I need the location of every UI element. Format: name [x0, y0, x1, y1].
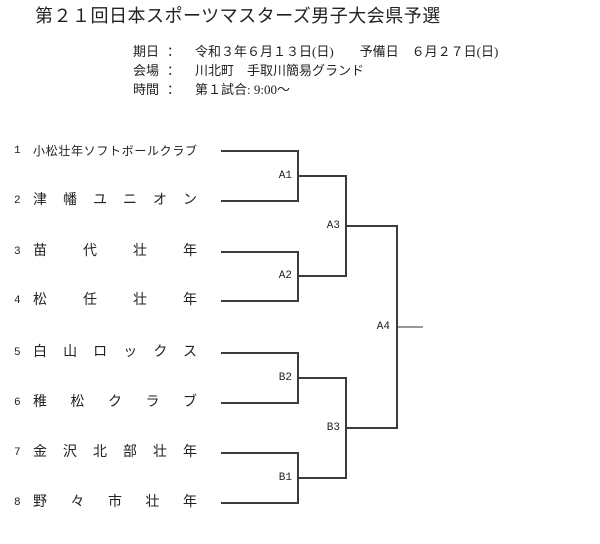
team-seed: 1 — [14, 145, 21, 157]
team-seed: 8 — [14, 497, 21, 509]
team-row: 7 金沢北部壮年 — [0, 443, 310, 463]
team-name: 金沢北部壮年 — [33, 445, 197, 460]
team-line — [221, 452, 299, 454]
team-name: 苗代壮年 — [33, 244, 197, 259]
winner-connector — [299, 377, 347, 379]
winner-connector — [299, 175, 347, 177]
match-label-b3: B3 — [326, 422, 340, 434]
round1-bracket-line — [297, 352, 299, 404]
match-label-a2: A2 — [278, 270, 292, 282]
event-info: 期日 ： 令和３年６月１３日(日) 予備日 ６月２７日(日) 会場 ： 川北町 手取川簡… — [133, 42, 498, 99]
team-line — [221, 352, 299, 354]
winner-connector — [347, 427, 396, 429]
team-row: 4 松任壮年 — [0, 291, 310, 311]
team-line — [221, 502, 299, 504]
info-value: 令和３年６月１３日(日) 予備日 ６月２７日(日) — [195, 44, 499, 59]
team-row: 1 小松壮年ソフトボールクラブ — [0, 141, 310, 161]
match-label-b2: B2 — [278, 372, 292, 384]
round2-bracket-line — [345, 175, 347, 277]
team-seed: 3 — [14, 246, 21, 258]
info-row-venue: 会場 ： 川北町 手取川簡易グランド — [133, 61, 498, 80]
team-name: 稚松クラブ — [33, 395, 197, 410]
round2-bracket-line — [345, 377, 347, 479]
match-label-a3: A3 — [326, 220, 340, 232]
winner-connector — [347, 225, 396, 227]
team-seed: 5 — [14, 347, 21, 359]
match-label-a1: A1 — [278, 170, 292, 182]
info-colon: ： — [167, 63, 181, 78]
team-line — [221, 300, 299, 302]
info-row-date: 期日 ： 令和３年６月１３日(日) 予備日 ６月２７日(日) — [133, 42, 498, 61]
team-name: 白山ロックス — [33, 345, 197, 360]
team-line — [221, 200, 299, 202]
team-row: 6 稚松クラブ — [0, 393, 310, 413]
winner-connector — [299, 275, 347, 277]
team-line — [221, 150, 299, 152]
team-row: 5 白山ロックス — [0, 343, 310, 363]
info-colon: ： — [167, 44, 181, 59]
champion-line — [398, 326, 423, 328]
info-value: 第１試合: 9:00～ — [195, 82, 290, 97]
round1-bracket-line — [297, 452, 299, 504]
round1-bracket-line — [297, 150, 299, 202]
team-seed: 2 — [14, 195, 21, 207]
team-seed: 6 — [14, 397, 21, 409]
team-seed: 4 — [14, 295, 21, 307]
team-row: 8 野々市壮年 — [0, 493, 310, 513]
team-line — [221, 251, 299, 253]
info-label: 期日 — [133, 44, 160, 59]
team-seed: 7 — [14, 447, 21, 459]
winner-connector — [299, 477, 347, 479]
team-name: 津幡ユニオン — [33, 193, 197, 208]
match-label-b1: B1 — [278, 472, 292, 484]
team-line — [221, 402, 299, 404]
team-name: 小松壮年ソフトボールクラブ — [33, 144, 197, 158]
info-label: 会場 — [133, 63, 160, 78]
page-title: 第２１回日本スポーツマスターズ男子大会県予選 — [35, 6, 441, 26]
team-row: 3 苗代壮年 — [0, 242, 310, 262]
info-value: 川北町 手取川簡易グランド — [195, 63, 365, 78]
team-row: 2 津幡ユニオン — [0, 191, 310, 211]
info-row-time: 時間 ： 第１試合: 9:00～ — [133, 80, 498, 99]
team-name: 野々市壮年 — [33, 495, 197, 510]
info-colon: ： — [167, 82, 181, 97]
final-bracket-line — [396, 225, 398, 429]
match-label-a4: A4 — [376, 321, 390, 333]
team-name: 松任壮年 — [33, 293, 197, 308]
round1-bracket-line — [297, 251, 299, 302]
info-label: 時間 — [133, 82, 160, 97]
